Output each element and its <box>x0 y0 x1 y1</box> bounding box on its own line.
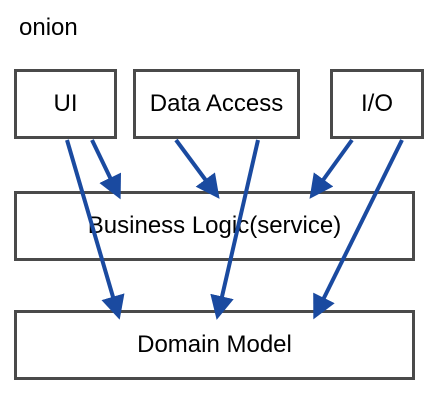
node-ui: UI <box>14 69 117 139</box>
node-domain-model-label: Domain Model <box>137 331 292 358</box>
node-domain-model: Domain Model <box>14 310 415 380</box>
node-data-access: Data Access <box>133 69 300 139</box>
node-business-logic-label: Business Logic(service) <box>87 212 342 239</box>
arrow-data-access-to-business-logic <box>174 138 220 199</box>
node-io: I/O <box>330 69 424 139</box>
node-ui-label: UI <box>53 90 78 117</box>
diagram-title: onion <box>19 14 78 41</box>
arrow-ui-to-business-logic <box>90 139 122 200</box>
arrow-io-to-business-logic <box>309 138 354 199</box>
node-io-label: I/O <box>360 90 393 117</box>
node-business-logic: Business Logic(service) <box>14 191 415 261</box>
node-data-access-label: Data Access <box>149 90 284 117</box>
